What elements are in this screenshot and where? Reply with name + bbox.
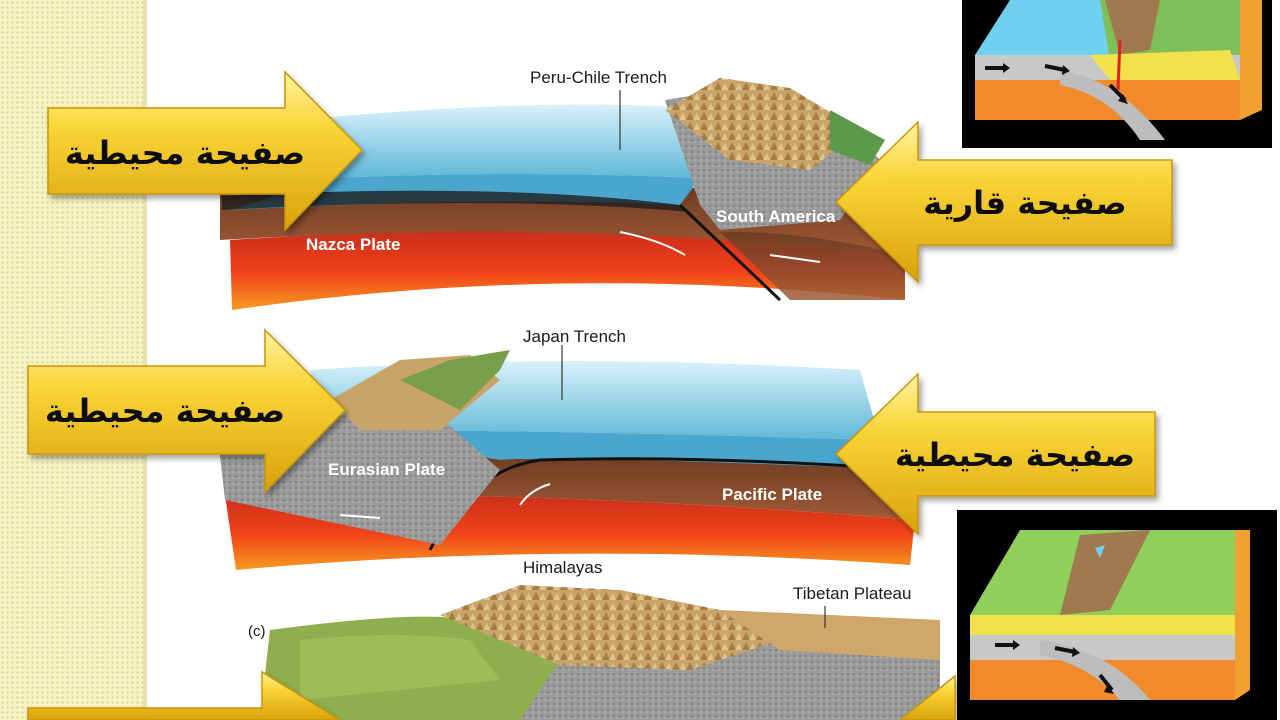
arrow-oceanic-plate-2: صفيحة محيطية	[27, 328, 347, 494]
arrow-label: صفيحة محيطية	[65, 134, 305, 172]
inset-subduction-bottom	[957, 510, 1277, 720]
panel-himalayas: Himalayas Tibetan Plateau (c)	[248, 558, 940, 720]
label-eurasian-plate: Eurasian Plate	[328, 460, 445, 479]
label-japan-trench: Japan Trench	[523, 327, 626, 346]
arrow-partial-bottom-left	[27, 670, 342, 720]
stripe-edge	[143, 0, 147, 720]
arrow-oceanic-plate-3: صفيحة محيطية	[834, 372, 1156, 536]
label-pacific-plate: Pacific Plate	[722, 485, 822, 504]
panel-nazca-south-america: Peru-Chile Trench Nazca Plate South Amer…	[220, 68, 905, 310]
arrow-continental-plate: صفيحة قارية	[834, 120, 1173, 284]
inset-subduction-top	[962, 0, 1272, 148]
label-nazca-plate: Nazca Plate	[306, 235, 401, 254]
arrow-label: صفيحة قارية	[923, 184, 1126, 222]
label-south-america: South America	[716, 207, 836, 226]
arrow-label: صفيحة محيطية	[895, 436, 1135, 474]
label-peru-chile-trench: Peru-Chile Trench	[530, 68, 667, 87]
label-himalayas: Himalayas	[523, 558, 602, 577]
arrow-oceanic-plate-1: صفيحة محيطية	[47, 70, 364, 232]
arrow-partial-bottom-right	[898, 674, 956, 720]
label-tibetan-plateau: Tibetan Plateau	[793, 584, 911, 603]
label-panel-c: (c)	[248, 623, 266, 640]
arrow-label: صفيحة محيطية	[45, 392, 285, 430]
panel-eurasian-pacific: Japan Trench Eurasian Plate Pacific Plat…	[220, 327, 916, 570]
